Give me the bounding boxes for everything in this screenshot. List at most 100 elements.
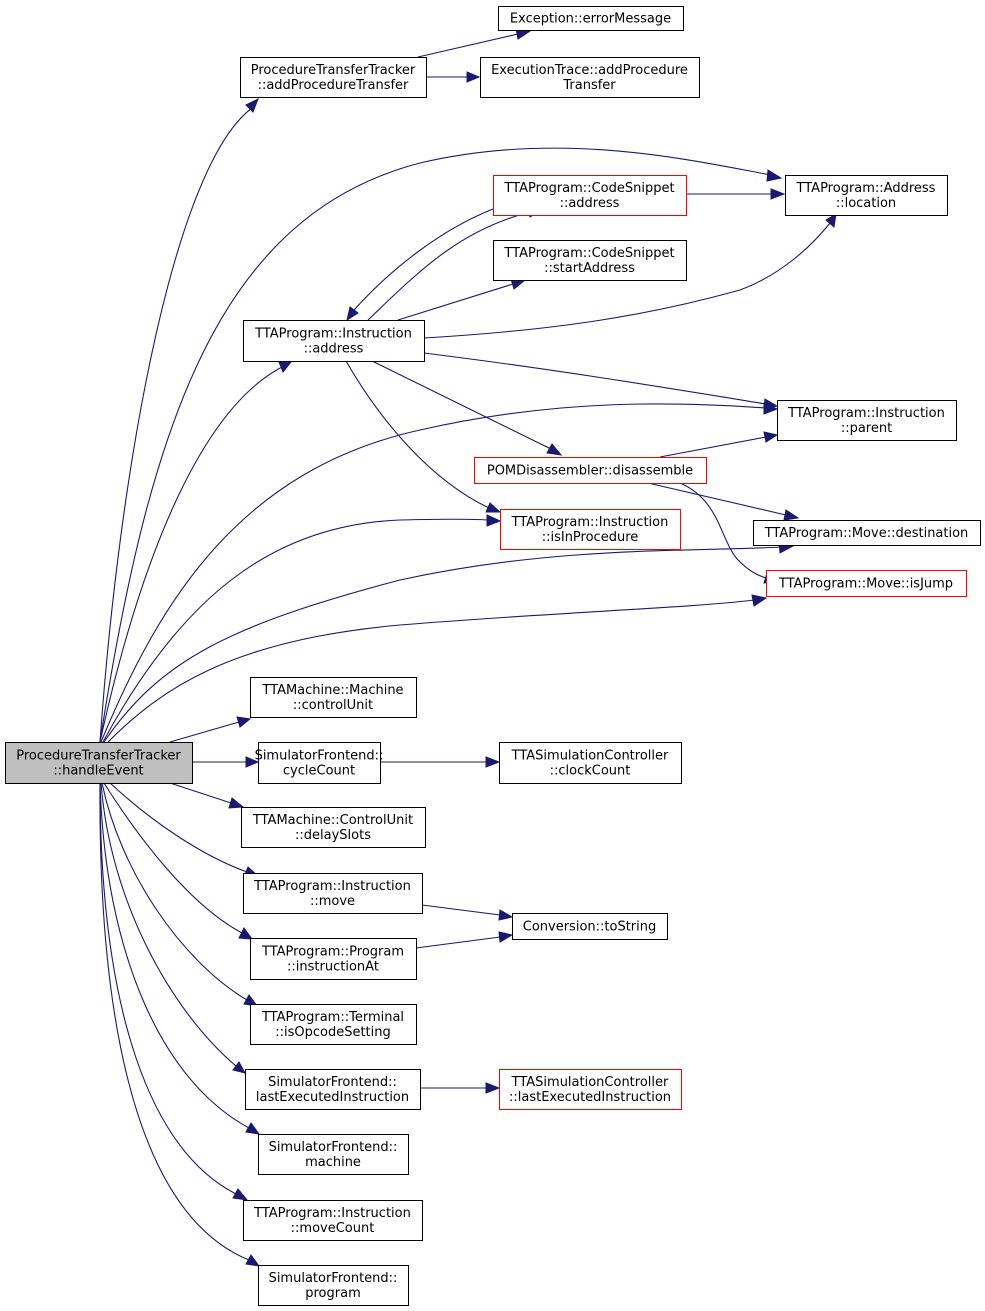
node-instruction-address[interactable]: TTAProgram::Instruction::address (243, 320, 425, 362)
node-label-line: TTAProgram::CodeSnippet (503, 246, 674, 261)
node-frontend-cyclecount[interactable]: SimulatorFrontend::cycleCount (255, 742, 384, 784)
edge-handleevent-to-instructionat (103, 782, 254, 940)
node-label-line: TTAProgram::Instruction (511, 515, 669, 530)
node-handleevent[interactable]: ProcedureTransferTracker::handleEvent (5, 742, 193, 784)
edge-cyclecount-to-clockcount (380, 756, 501, 768)
node-instruction-parent[interactable]: TTAProgram::Instruction::parent (777, 400, 957, 441)
node-program-instructionat[interactable]: TTAProgram::Program::instructionAt (250, 938, 417, 980)
node-errormessage[interactable]: Exception::errorMessage (498, 6, 684, 31)
edge-instruction-address-to-startaddress (397, 278, 527, 321)
node-box (258, 1134, 409, 1175)
node-box (785, 175, 948, 216)
edge-handleevent-to-machine (99, 782, 261, 1135)
node-label-line: TTAProgram::Move::destination (764, 526, 969, 541)
node-executiontrace-addproceduretransfer[interactable]: ExecutionTrace::addProcedureTransfer (480, 57, 700, 98)
node-box (241, 807, 426, 848)
node-codesnippet-startaddress[interactable]: TTAProgram::CodeSnippet::startAddress (493, 240, 687, 281)
node-label-line: Transfer (562, 78, 616, 93)
edge-handleevent-to-move-isjump (107, 594, 768, 743)
node-box (250, 1004, 417, 1045)
edge-handleevent-to-isinprocedure (102, 514, 502, 743)
node-label-line: ::address (560, 196, 620, 211)
node-controller-lastexecutedinstruction[interactable]: TTASimulationController::lastExecutedIns… (499, 1069, 682, 1110)
node-label-line: ::handleEvent (53, 764, 143, 779)
edge-instruction-move-to-tostring (421, 904, 514, 921)
node-label-line: TTAMachine::ControlUnit (252, 813, 413, 828)
node-label-line: ProcedureTransferTracker (16, 749, 181, 764)
node-label-line: ExecutionTrace::addProcedure (491, 63, 688, 78)
node-frontend-lastexecutedinstruction[interactable]: SimulatorFrontend::lastExecutedInstructi… (245, 1069, 421, 1110)
node-box (240, 57, 427, 98)
node-label-line: ::moveCount (291, 1221, 375, 1236)
node-box (250, 938, 417, 980)
node-frontend-machine[interactable]: SimulatorFrontend::machine (258, 1134, 409, 1175)
node-label-line: ::location (836, 196, 896, 211)
edge-instruction-address-to-isinprocedure (345, 360, 502, 513)
node-label-line: TTASimulationController (511, 1075, 669, 1090)
node-box (499, 742, 682, 784)
node-label-line: cycleCount (283, 764, 355, 779)
node-label-line: machine (305, 1155, 361, 1170)
node-controller-clockcount[interactable]: TTASimulationController::clockCount (499, 742, 682, 784)
node-label-line: TTAProgram::Address (796, 181, 936, 196)
node-box (243, 1200, 423, 1241)
edge-handleevent-to-delayslots (169, 782, 245, 809)
node-box (493, 240, 687, 281)
edge-handleevent-to-instruction-move (109, 782, 260, 878)
node-addproceduretransfer[interactable]: ProcedureTransferTracker::addProcedureTr… (240, 57, 427, 98)
node-move-isjump[interactable]: TTAProgram::Move::isJump (766, 570, 967, 597)
node-instruction-move[interactable]: TTAProgram::Instruction::move (243, 873, 423, 914)
node-label-line: ::instructionAt (287, 960, 379, 975)
node-label-line: TTAProgram::Instruction (253, 879, 411, 894)
node-label-line: SimulatorFrontend:: (269, 1271, 398, 1286)
node-box (258, 1265, 409, 1306)
node-move-destination[interactable]: TTAProgram::Move::destination (753, 520, 981, 546)
edge-disassemble-to-instruction-parent (659, 431, 779, 458)
node-box (245, 1069, 421, 1110)
edge-addproceduretransfer-to-addproceduretransfer (426, 71, 481, 83)
node-label-line: SimulatorFrontend:: (268, 1075, 397, 1090)
nodes: ProcedureTransferTracker::handleEventPro… (5, 6, 981, 1306)
node-label-line: Conversion::toString (523, 920, 657, 935)
node-label-line: ::isOpcodeSetting (275, 1025, 391, 1040)
node-address-location[interactable]: TTAProgram::Address::location (785, 175, 948, 216)
node-label-line: ::parent (841, 421, 892, 436)
node-box (243, 320, 425, 362)
node-box (493, 175, 687, 216)
node-controlunit-delayslots[interactable]: TTAMachine::ControlUnit::delaySlots (241, 807, 426, 848)
node-label-line: TTAProgram::Instruction (253, 1206, 411, 1221)
node-label-line: program (305, 1286, 361, 1301)
edge-handleevent-to-addproceduretransfer (99, 97, 259, 743)
node-label-line: ::address (304, 342, 364, 357)
node-box (500, 509, 681, 550)
node-codesnippet-address[interactable]: TTAProgram::CodeSnippet::address (493, 175, 687, 216)
edge-instruction-address-to-instruction-parent (423, 352, 779, 410)
node-label-line: ::isInProcedure (542, 530, 639, 545)
node-label-line: ::addProcedureTransfer (258, 78, 409, 93)
node-frontend-program[interactable]: SimulatorFrontend::program (258, 1265, 409, 1306)
node-instruction-isinprocedure[interactable]: TTAProgram::Instruction::isInProcedure (500, 509, 681, 550)
node-label-line: TTAMachine::Machine (261, 683, 403, 698)
node-pomdisassembler-disassemble[interactable]: POMDisassembler::disassemble (474, 457, 707, 484)
edge-codesnippet-address-to-instruction-address (346, 208, 494, 322)
node-instruction-movecount[interactable]: TTAProgram::Instruction::moveCount (243, 1200, 423, 1241)
node-label-line: ::move (310, 894, 355, 909)
node-conversion-tostring[interactable]: Conversion::toString (512, 913, 668, 940)
node-label-line: Exception::errorMessage (510, 12, 671, 27)
node-label-line: TTAProgram::Move::isJump (778, 577, 953, 592)
node-box (5, 742, 193, 784)
node-label-line: SimulatorFrontend:: (269, 1140, 398, 1155)
edge-instruction-address-to-address-location (423, 213, 837, 339)
node-label-line: ::controlUnit (293, 698, 373, 713)
node-terminal-isopcodesetting[interactable]: TTAProgram::Terminal::isOpcodeSetting (250, 1004, 417, 1045)
node-label-line: ProcedureTransferTracker (251, 63, 416, 78)
edge-handleevent-to-movecount (99, 782, 249, 1201)
node-machine-controlunit[interactable]: TTAMachine::Machine::controlUnit (250, 677, 417, 718)
node-box (766, 570, 967, 597)
node-label-line: TTAProgram::CodeSnippet (503, 181, 674, 196)
node-box (480, 57, 700, 98)
node-label-line: TTAProgram::Program (261, 945, 404, 960)
node-label-line: TTASimulationController (511, 749, 669, 764)
edge-handleevent-to-cyclecount (192, 756, 260, 768)
